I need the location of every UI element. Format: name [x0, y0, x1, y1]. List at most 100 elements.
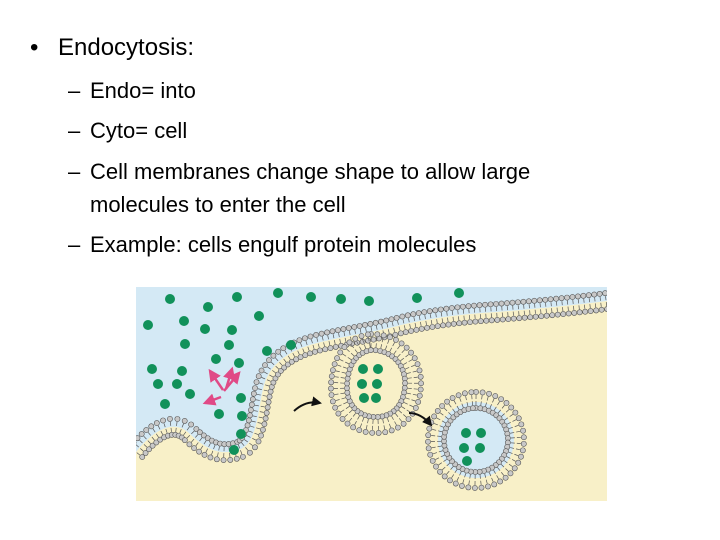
lipid-head [253, 379, 260, 386]
lipid-head [324, 329, 330, 336]
lipid-head [491, 481, 498, 488]
lipid-head [547, 296, 554, 303]
lipid-tail [181, 423, 184, 428]
lipid-head [553, 295, 560, 302]
lipid-tail [359, 423, 363, 428]
lipid-head [329, 328, 336, 335]
lipid-tail [440, 312, 443, 317]
dash-glyph: – [68, 78, 81, 103]
protein-molecule [476, 428, 486, 438]
lipid-tail [334, 393, 339, 395]
lipid-head [571, 310, 578, 316]
lipid-head [580, 292, 587, 299]
lipid-head [434, 408, 441, 414]
lipid-tail [497, 401, 500, 406]
protein-molecule [273, 288, 283, 298]
lipid-tail [248, 430, 253, 433]
lipid-head [334, 355, 340, 362]
lipid-tail [179, 429, 182, 434]
lipid-tail [354, 329, 356, 334]
lipid-head [374, 331, 381, 338]
lipid-tail [408, 359, 413, 362]
lipid-tail [343, 331, 346, 337]
lipid-tail [279, 362, 283, 366]
lipid-tail [393, 350, 397, 355]
lipid-head [454, 304, 461, 311]
lipid-tail [312, 345, 315, 350]
lipid-tail [258, 416, 263, 419]
lipid-tail [337, 404, 342, 407]
protein-molecule [461, 428, 471, 438]
lipid-head [400, 420, 407, 427]
lipid-head [260, 426, 266, 433]
lipid-head [445, 321, 452, 328]
lipid-tail [253, 410, 258, 412]
lipid-tail [464, 473, 467, 478]
lipid-head [564, 294, 570, 301]
lipid-tail [279, 353, 283, 358]
protein-molecule [160, 399, 170, 409]
lipid-tail [136, 444, 139, 448]
lipid-head [142, 450, 149, 456]
lipid-head [318, 330, 325, 337]
lipid-tail [402, 319, 405, 324]
lipid-head [247, 449, 253, 456]
lipid-tail [515, 448, 520, 451]
lipid-tail [344, 337, 347, 342]
lipid-head [527, 314, 534, 321]
lipid-tail [186, 435, 191, 439]
protein-molecule [214, 409, 224, 419]
lipid-head [515, 415, 522, 422]
lipid-head [538, 313, 545, 320]
lipid-tail [160, 430, 164, 435]
lipid-head [405, 416, 412, 423]
lipid-tail [328, 341, 331, 346]
protein-molecule [454, 288, 464, 298]
lipid-head [402, 329, 409, 336]
lipid-tail [403, 325, 406, 330]
lipid-head [461, 319, 468, 326]
lipid-head [153, 439, 160, 446]
lipid-head [450, 320, 457, 327]
lipid-head [395, 424, 401, 431]
protein-molecule [153, 379, 163, 389]
lipid-tail [436, 417, 441, 421]
lipid-head [328, 385, 334, 392]
lipid-head [425, 445, 432, 452]
lipid-tail [488, 472, 492, 477]
lipid-tail [208, 443, 211, 447]
lipid-head [307, 350, 313, 357]
lipid-head [266, 357, 272, 364]
lipid-head [449, 395, 456, 401]
lipid-tail [364, 344, 366, 349]
lipid-head [417, 386, 424, 393]
lipid-head [499, 316, 506, 323]
lipid-tail [139, 439, 143, 444]
lipid-tail [321, 336, 324, 341]
lipid-tail [452, 408, 456, 413]
lipid-head [365, 337, 371, 344]
lipid-tail [347, 357, 352, 360]
lipid-head [397, 330, 404, 337]
lipid-tail [493, 406, 497, 411]
lipid-head [201, 451, 208, 458]
lipid-head [536, 297, 543, 304]
protein-molecules [143, 288, 486, 466]
lipid-head [440, 322, 446, 329]
lipid-tail [349, 417, 353, 422]
lipid-head [558, 295, 565, 302]
lipid-tail [200, 445, 204, 450]
lipid-head [460, 303, 466, 310]
lipid-tail [514, 453, 519, 456]
lipid-tail [140, 448, 144, 452]
lipid-tail [387, 418, 390, 423]
lipid-tail [175, 427, 177, 432]
lipid-head [191, 445, 197, 452]
lipid-tail [337, 364, 342, 367]
lipid-tail [205, 448, 209, 453]
protein-molecule [412, 293, 422, 303]
lipid-tail [493, 470, 496, 474]
lipid-head [322, 346, 329, 353]
lipid-head [425, 438, 431, 445]
lipid-head [200, 432, 207, 439]
